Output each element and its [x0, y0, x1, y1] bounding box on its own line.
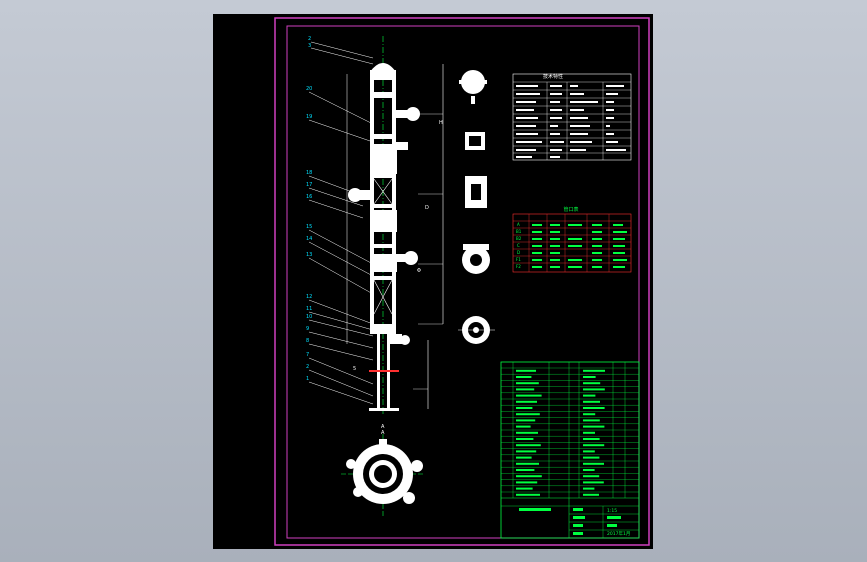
svg-text:10: 10	[306, 314, 312, 320]
plan-view	[341, 434, 425, 516]
dim-phi: Φ	[417, 268, 421, 274]
svg-text:3: 3	[308, 43, 311, 49]
scale-note: 1:15	[607, 508, 617, 514]
svg-text:12: 12	[306, 294, 312, 300]
svg-text:16: 16	[306, 194, 312, 200]
dim-labels: H D Φ 5 A A	[353, 120, 443, 436]
svg-text:15: 15	[306, 224, 312, 230]
svg-text:13: 13	[306, 252, 312, 258]
svg-text:18: 18	[306, 170, 312, 176]
part-leaders	[308, 41, 374, 405]
parts-list	[500, 361, 640, 539]
dim-five: 5	[353, 366, 356, 372]
svg-text:19: 19	[306, 114, 312, 120]
nozzle-code-a: A	[517, 222, 520, 227]
nozzle-table: 管口表 A B1 B2 C D F1 F2	[512, 206, 632, 273]
nozzle-code-c: C	[517, 243, 520, 248]
svg-text:1: 1	[306, 376, 309, 382]
inner-frame	[286, 25, 640, 539]
column-vessel	[346, 36, 444, 414]
title-block: 1:15 2017年1月	[501, 497, 639, 538]
nozzle-table-title: 管口表	[563, 206, 578, 213]
nozzle-code-d: D	[517, 250, 520, 255]
svg-text:9: 9	[306, 326, 309, 332]
detail-views	[458, 70, 495, 344]
svg-text:20: 20	[306, 86, 312, 92]
svg-text:2: 2	[308, 36, 311, 42]
dim-h: H	[439, 120, 443, 126]
dim-d: D	[425, 205, 429, 211]
svg-text:8: 8	[306, 338, 309, 344]
svg-text:11: 11	[306, 306, 312, 312]
axis-a-sub: A	[381, 430, 385, 436]
tech-spec-table: 技术特性	[512, 73, 632, 161]
nozzle-code-f1: F1	[516, 257, 521, 262]
svg-text:17: 17	[306, 182, 312, 188]
drawing-date: 2017年1月	[607, 530, 630, 537]
svg-text:2: 2	[306, 364, 309, 370]
nozzle-code-f2: F2	[516, 264, 521, 269]
svg-text:7: 7	[306, 352, 309, 358]
svg-text:14: 14	[306, 236, 312, 242]
tech-table-title: 技术特性	[543, 73, 563, 80]
nozzle-code-b2: B2	[516, 236, 522, 241]
axis-a: A	[381, 424, 385, 430]
outer-frame	[274, 17, 650, 546]
nozzle-code-b1: B1	[516, 229, 522, 234]
